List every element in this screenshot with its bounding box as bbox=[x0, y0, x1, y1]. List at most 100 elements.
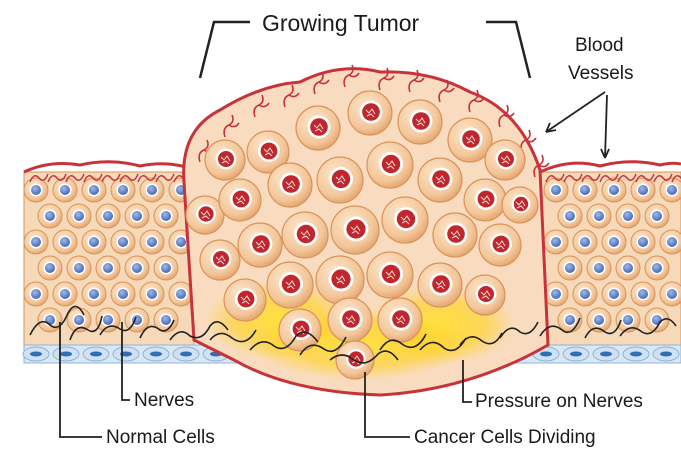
normal-cell bbox=[96, 204, 120, 228]
normal-cell bbox=[82, 230, 106, 254]
normal-cell bbox=[660, 178, 681, 202]
cancer-cell bbox=[331, 206, 379, 254]
normal-cell bbox=[82, 282, 106, 306]
normal-cell bbox=[573, 282, 597, 306]
cancer-cell bbox=[367, 252, 413, 298]
normal-cell bbox=[53, 282, 77, 306]
cancer-cell bbox=[465, 275, 505, 315]
cancer-cell bbox=[200, 240, 240, 280]
normal-cell bbox=[53, 230, 77, 254]
basal-cell bbox=[143, 347, 169, 361]
normal-cell bbox=[24, 282, 48, 306]
normal-cell bbox=[645, 204, 669, 228]
normal-cell bbox=[587, 256, 611, 280]
cancer-cell bbox=[502, 187, 538, 223]
normal-tissue-left bbox=[24, 162, 194, 350]
normal-cell bbox=[544, 282, 568, 306]
normal-cell bbox=[645, 256, 669, 280]
normal-cell bbox=[96, 308, 120, 332]
label-nerves: Nerves bbox=[134, 391, 194, 410]
tumor bbox=[184, 65, 549, 395]
normal-cell bbox=[573, 178, 597, 202]
normal-cell bbox=[544, 230, 568, 254]
normal-cell bbox=[96, 256, 120, 280]
cancer-cell bbox=[418, 263, 462, 307]
cancer-cell bbox=[348, 91, 392, 135]
normal-cell bbox=[660, 282, 681, 306]
normal-cell bbox=[125, 204, 149, 228]
cancer-cell bbox=[267, 262, 313, 308]
normal-cell bbox=[140, 282, 164, 306]
basal-cell bbox=[623, 347, 649, 361]
basal-cell bbox=[173, 347, 199, 361]
cancer-cell bbox=[238, 223, 282, 267]
cancer-cell bbox=[316, 256, 364, 304]
normal-cell bbox=[631, 282, 655, 306]
cancer-cell bbox=[485, 140, 525, 180]
basal-cell bbox=[593, 347, 619, 361]
diagram-title: Growing Tumor bbox=[262, 10, 419, 37]
basal-cell bbox=[23, 347, 49, 361]
normal-cell bbox=[111, 282, 135, 306]
normal-cell bbox=[573, 230, 597, 254]
cancer-cell bbox=[205, 140, 245, 180]
cancer-cell bbox=[418, 158, 462, 202]
cancer-cell bbox=[296, 106, 340, 150]
blood-vessel-left bbox=[24, 162, 194, 172]
cancer-cell bbox=[224, 279, 266, 321]
basal-cell bbox=[83, 347, 109, 361]
label-pressure-on-nerves: Pressure on Nerves bbox=[475, 392, 643, 411]
normal-cell bbox=[125, 256, 149, 280]
normal-cell bbox=[38, 256, 62, 280]
normal-cell bbox=[38, 308, 62, 332]
cancer-cell bbox=[479, 224, 521, 266]
cancer-cell bbox=[186, 196, 224, 234]
cancer-cell bbox=[219, 179, 261, 221]
blood-vessel-pointer-2 bbox=[605, 95, 607, 158]
cancer-cell bbox=[367, 142, 413, 188]
normal-cell bbox=[631, 230, 655, 254]
normal-cell bbox=[558, 204, 582, 228]
cancer-cell bbox=[268, 163, 312, 207]
normal-cell bbox=[53, 178, 77, 202]
normal-cell bbox=[616, 204, 640, 228]
normal-cell bbox=[24, 178, 48, 202]
normal-cell bbox=[111, 178, 135, 202]
normal-cell bbox=[67, 204, 91, 228]
cancer-cell bbox=[317, 157, 363, 203]
cancer-cell bbox=[398, 100, 442, 144]
normal-cell bbox=[154, 204, 178, 228]
normal-cell bbox=[24, 230, 48, 254]
label-normal-cells: Normal Cells bbox=[106, 428, 215, 447]
normal-cell bbox=[616, 256, 640, 280]
normal-cell bbox=[602, 230, 626, 254]
basal-cell bbox=[53, 347, 79, 361]
cancer-cell bbox=[382, 197, 428, 243]
cancer-cell bbox=[378, 298, 422, 342]
normal-cell bbox=[140, 178, 164, 202]
normal-cell bbox=[38, 204, 62, 228]
normal-cell bbox=[558, 256, 582, 280]
normal-cell bbox=[660, 230, 681, 254]
normal-cell bbox=[154, 256, 178, 280]
normal-cell bbox=[111, 230, 135, 254]
normal-cell bbox=[602, 178, 626, 202]
label-blood: Blood bbox=[575, 36, 624, 55]
normal-cell bbox=[602, 282, 626, 306]
normal-cell bbox=[67, 256, 91, 280]
basal-cell bbox=[653, 347, 679, 361]
basal-cell bbox=[563, 347, 589, 361]
cancer-cell bbox=[464, 179, 506, 221]
basal-cell bbox=[113, 347, 139, 361]
blood-vessel-pointer-1 bbox=[546, 92, 605, 132]
blood-vessel-right bbox=[540, 162, 681, 172]
cancer-cell bbox=[433, 213, 477, 257]
cancer-cell bbox=[282, 212, 328, 258]
cancer-cell bbox=[328, 298, 372, 342]
normal-cell bbox=[587, 204, 611, 228]
normal-cell bbox=[140, 230, 164, 254]
label-vessels: Vessels bbox=[568, 64, 633, 83]
normal-cell bbox=[631, 178, 655, 202]
label-cancer-cells-dividing: Cancer Cells Dividing bbox=[414, 428, 596, 447]
